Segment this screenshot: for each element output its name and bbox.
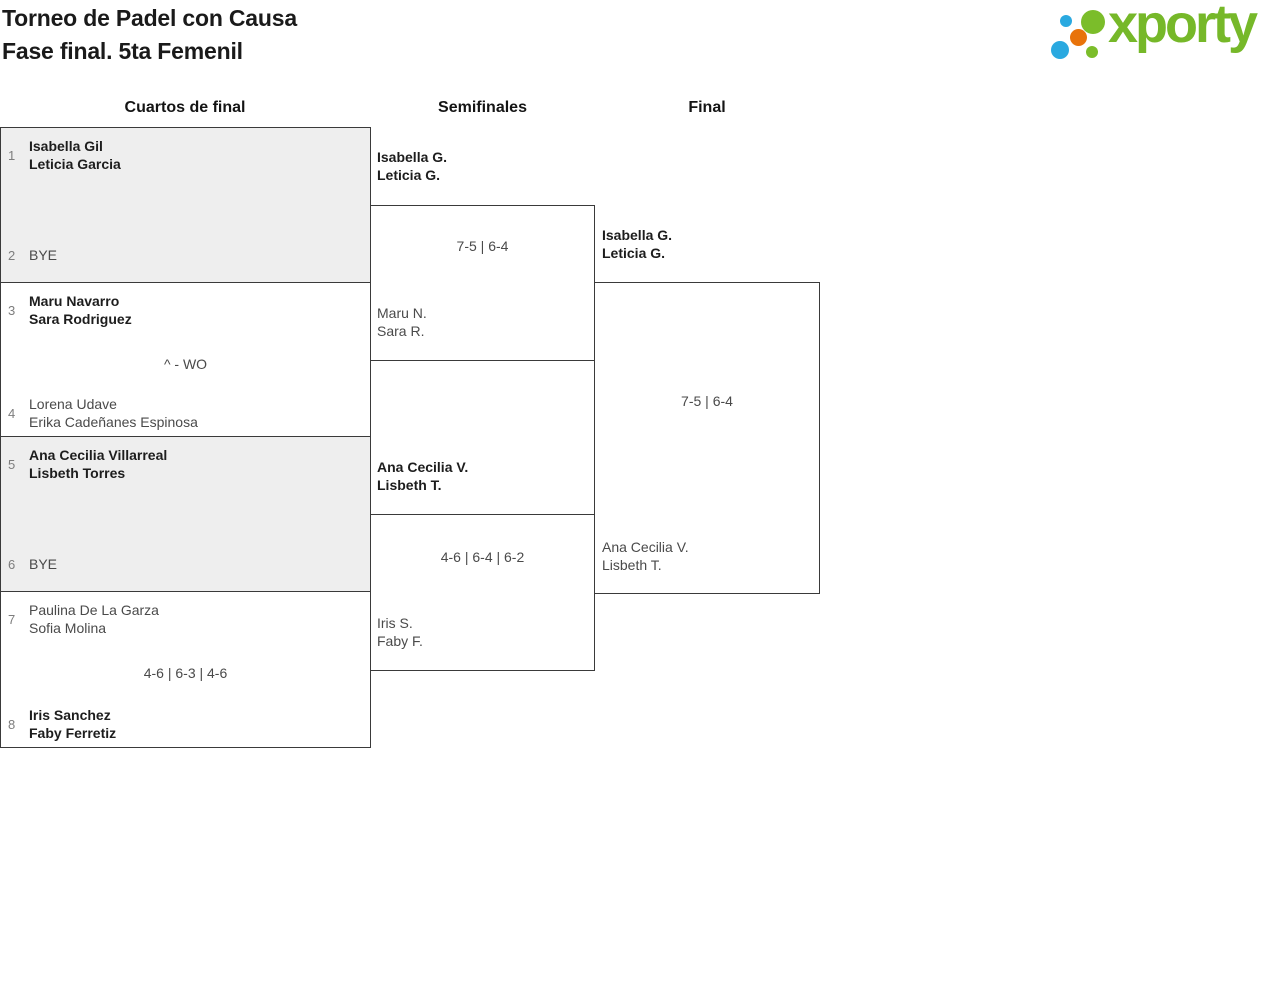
team-players: Paulina De La Garza Sofia Molina: [29, 601, 159, 637]
seed-number: 7: [8, 611, 16, 627]
player-name: Sara R.: [377, 323, 425, 339]
sf1-score: 7-5 | 6-4: [456, 238, 509, 254]
sf-match-2: [370, 514, 595, 671]
team-players: Maru Navarro Sara Rodriguez: [29, 292, 132, 328]
player-name: Lisbeth Torres: [29, 465, 126, 481]
qf-match-2: 3 Maru Navarro Sara Rodriguez ^ - WO 4 L…: [0, 282, 371, 437]
logo-dot-blue-large-icon: [1051, 41, 1069, 59]
logo-dot-orange-icon: [1070, 29, 1087, 46]
final-team1-label: Isabella G. Leticia G.: [602, 226, 672, 262]
sf2-team2-label: Iris S. Faby F.: [377, 614, 423, 650]
team-row: 2 BYE: [1, 246, 370, 264]
qf-match-3: 5 Ana Cecilia Villarreal Lisbeth Torres …: [0, 436, 371, 592]
player-name: Maru Navarro: [29, 293, 120, 309]
seed-number: 4: [8, 405, 16, 421]
match-score: 4-6 | 6-3 | 4-6: [143, 665, 228, 681]
team-row: 3 Maru Navarro Sara Rodriguez: [1, 292, 370, 328]
final-score: 7-5 | 6-4: [681, 393, 733, 409]
seed-number: 6: [8, 556, 16, 572]
team-row: 6 BYE: [1, 555, 370, 573]
player-name: Maru N.: [377, 305, 427, 321]
title-line-2: Fase final. 5ta Femenil: [2, 38, 243, 64]
player-name: Sofia Molina: [29, 620, 107, 636]
team-row: 7 Paulina De La Garza Sofia Molina: [1, 601, 370, 637]
seed-number: 3: [8, 302, 16, 318]
logo-dot-blue-small-icon: [1060, 15, 1072, 27]
player-name: Faby F.: [377, 633, 423, 649]
team-row: 1 Isabella Gil Leticia Garcia: [1, 137, 370, 173]
player-name: Lisbeth T.: [377, 477, 442, 493]
player-name: Lorena Udave: [29, 396, 117, 412]
sf1-team1-label: Isabella G. Leticia G.: [377, 148, 447, 184]
player-name: Leticia Garcia: [29, 156, 121, 172]
sf2-team1-label: Ana Cecilia V. Lisbeth T.: [377, 458, 468, 494]
player-name: Leticia G.: [377, 167, 441, 183]
player-name: Faby Ferretiz: [29, 725, 117, 741]
player-name: Leticia G.: [602, 245, 666, 261]
qf-match-4: 7 Paulina De La Garza Sofia Molina 4-6 |…: [0, 591, 371, 748]
team-players: BYE: [29, 555, 57, 573]
logo-dot-green-large-icon: [1081, 10, 1105, 34]
page-title: Torneo de Padel con Causa Fase final. 5t…: [2, 2, 297, 68]
team-players: BYE: [29, 246, 57, 264]
xporty-logo[interactable]: xporty: [1045, 0, 1280, 80]
final-team2-label: Ana Cecilia V. Lisbeth T.: [602, 538, 689, 574]
player-name: Ana Cecilia V.: [602, 539, 689, 555]
seed-number: 8: [8, 716, 16, 732]
player-name: Isabella G.: [602, 227, 673, 243]
team-row: 5 Ana Cecilia Villarreal Lisbeth Torres: [1, 446, 370, 482]
match-score: ^ - WO: [163, 356, 208, 372]
team-players: Isabella Gil Leticia Garcia: [29, 137, 121, 173]
team-players: Ana Cecilia Villarreal Lisbeth Torres: [29, 446, 167, 482]
seed-number: 1: [8, 147, 16, 163]
player-name: Ana Cecilia Villarreal: [29, 447, 168, 463]
player-name: Ana Cecilia V.: [377, 459, 469, 475]
team-players: Lorena Udave Erika Cadeñanes Espinosa: [29, 395, 198, 431]
round-header-semifinals: Semifinales: [438, 99, 527, 116]
player-name: Paulina De La Garza: [29, 602, 159, 618]
sf2-score: 4-6 | 6-4 | 6-2: [440, 549, 525, 565]
sf1-team2-label: Maru N. Sara R.: [377, 304, 427, 340]
round-header-quarterfinals: Cuartos de final: [124, 99, 246, 116]
player-name: Isabella Gil: [29, 138, 103, 154]
final-match: [594, 282, 820, 594]
logo-dot-green-small-icon: [1086, 46, 1098, 58]
player-name: Erika Cadeñanes Espinosa: [29, 414, 198, 430]
title-line-1: Torneo de Padel con Causa: [2, 5, 297, 31]
seed-number: 5: [8, 456, 16, 472]
team-row: 4 Lorena Udave Erika Cadeñanes Espinosa: [1, 395, 370, 431]
player-name: Iris S.: [377, 615, 413, 631]
player-name: Isabella G.: [377, 149, 448, 165]
qf-match-1: 1 Isabella Gil Leticia Garcia 2 BYE: [0, 127, 371, 283]
player-name: BYE: [29, 556, 58, 572]
player-name: Lisbeth T.: [602, 557, 662, 573]
logo-wordmark: xporty: [1108, 0, 1258, 54]
seed-number: 2: [8, 247, 16, 263]
team-players: Iris Sanchez Faby Ferretiz: [29, 706, 116, 742]
player-name: BYE: [29, 247, 58, 263]
round-header-final: Final: [688, 99, 726, 116]
player-name: Sara Rodriguez: [29, 311, 132, 327]
player-name: Iris Sanchez: [29, 707, 111, 723]
sf-match-1: [370, 205, 595, 361]
team-row: 8 Iris Sanchez Faby Ferretiz: [1, 706, 370, 742]
